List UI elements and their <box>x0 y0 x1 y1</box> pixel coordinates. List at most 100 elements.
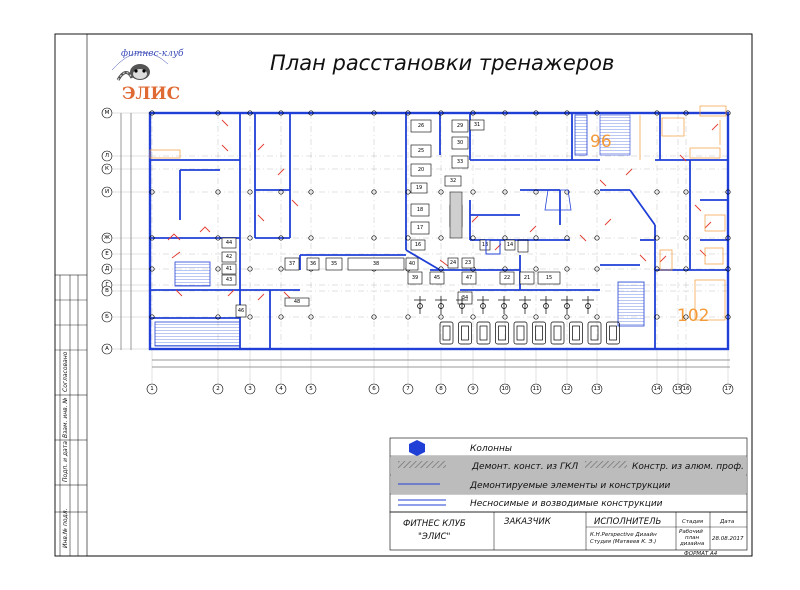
axis-marker-10: 10 <box>499 383 511 395</box>
room-label: 48 <box>294 299 300 305</box>
room-box-42: 42 <box>221 251 237 263</box>
treadmill-icon <box>550 321 565 345</box>
room-box-16: 16 <box>410 239 426 251</box>
column-marker <box>438 110 444 116</box>
room-box-29: 29 <box>451 119 469 133</box>
room-box-30: 30 <box>451 136 469 150</box>
column-marker <box>470 314 476 320</box>
axis-marker-Е: Е <box>101 248 113 260</box>
column-marker <box>594 235 600 241</box>
side-stamp: Согласовано Взам. инв. № Подп. и дата Ин… <box>55 274 87 556</box>
legend: Колонны Демонт. конст. из ГКЛ Констр. из… <box>389 437 748 513</box>
axis-marker-М: М <box>101 107 113 119</box>
room-label: 38 <box>373 261 379 267</box>
room-label: 14 <box>507 242 513 248</box>
column-marker <box>533 110 539 116</box>
column-marker <box>438 266 444 272</box>
column-marker <box>438 314 444 320</box>
column-marker <box>502 314 508 320</box>
room-label: 17 <box>417 225 423 231</box>
axis-label: 7 <box>406 386 410 392</box>
room-label: 31 <box>474 122 480 128</box>
axis-marker-Д: Д <box>101 263 113 275</box>
axis-marker-13: 13 <box>591 383 603 395</box>
stamp-date-label: Дата <box>719 519 735 525</box>
column-marker <box>564 110 570 116</box>
axis-label: 2 <box>216 386 220 392</box>
column-marker <box>683 110 689 116</box>
column-marker <box>533 235 539 241</box>
axis-label: Ж <box>104 235 110 241</box>
column-marker <box>278 110 284 116</box>
axis-label: М <box>105 110 110 116</box>
treadmill-icon <box>476 321 491 345</box>
column-marker <box>502 189 508 195</box>
room-box-47: 47 <box>461 271 477 285</box>
room-box-37: 37 <box>284 257 300 271</box>
room-label: 29 <box>457 123 463 129</box>
room-box-26: 26 <box>410 119 432 133</box>
column-marker <box>215 266 221 272</box>
column-marker <box>405 235 411 241</box>
column-marker <box>725 266 731 272</box>
column-marker <box>215 110 221 116</box>
axis-marker-К: К <box>101 163 113 175</box>
room-label: 40 <box>409 261 415 267</box>
column-marker <box>594 314 600 320</box>
room-label: 24 <box>450 260 456 266</box>
column-marker <box>215 314 221 320</box>
axis-label: 10 <box>502 386 509 392</box>
stamp-executor: ИСПОЛНИТЕЛЬ <box>594 517 661 527</box>
column-marker <box>564 235 570 241</box>
axis-label: Л <box>105 153 109 159</box>
column-marker <box>654 189 660 195</box>
axis-marker-Ж: Ж <box>101 232 113 244</box>
legend-columns: Колонны <box>470 444 512 454</box>
axis-label: 6 <box>372 386 376 392</box>
strength-machine-icon <box>540 296 552 314</box>
column-marker <box>308 235 314 241</box>
axis-marker-1: 1 <box>146 383 158 395</box>
column-marker <box>149 110 155 116</box>
room-label: 30 <box>457 140 463 146</box>
axis-label: Е <box>105 251 109 257</box>
axis-marker-В: В <box>101 285 113 297</box>
column-marker <box>683 189 689 195</box>
axis-marker-6: 6 <box>368 383 380 395</box>
room-box-31: 31 <box>469 119 485 131</box>
stamp-client-name: ФИТНЕС КЛУБ <box>403 519 466 529</box>
stamp-executor-detail1: К.Н.Perspective Дизайн <box>590 532 657 538</box>
column-marker <box>149 189 155 195</box>
column-marker <box>247 189 253 195</box>
axis-marker-9: 9 <box>467 383 479 395</box>
room-box-36: 36 <box>306 257 320 271</box>
axis-marker-11: 11 <box>530 383 542 395</box>
club-logo: фитнес-клуб ЭЛИС <box>111 48 184 104</box>
column-marker <box>438 235 444 241</box>
strength-machine-icon <box>456 296 468 314</box>
column-marker <box>683 235 689 241</box>
axis-marker-17: 17 <box>722 383 734 395</box>
room-box-44: 44 <box>221 237 237 249</box>
axis-label: 11 <box>533 386 540 392</box>
axis-label: Д <box>105 266 110 272</box>
column-marker <box>371 235 377 241</box>
axis-label: 12 <box>564 386 571 392</box>
room-box-33: 33 <box>451 155 469 169</box>
room-box-35: 35 <box>325 257 343 271</box>
legend-dismantled-gkl: Демонт. конст. из ГКЛ <box>471 462 578 472</box>
column-marker <box>725 189 731 195</box>
room-box-14: 14 <box>504 239 516 251</box>
treadmill-icon <box>513 321 528 345</box>
room-label: 25 <box>418 148 424 154</box>
column-marker <box>247 314 253 320</box>
stamp-format: ФОРМАТ А4 <box>684 551 718 557</box>
column-marker <box>278 189 284 195</box>
stamp-executor-detail2: Студия (Матвеев К. Э.) <box>590 539 656 545</box>
title-block: ФИТНЕС КЛУБ "ЭЛИС" ЗАКАЗЧИК ИСПОЛНИТЕЛЬ … <box>389 511 748 557</box>
room-label: 33 <box>457 159 463 165</box>
room-label: 37 <box>289 261 295 267</box>
room-label: 21 <box>524 275 530 281</box>
axis-label: В <box>105 288 109 294</box>
